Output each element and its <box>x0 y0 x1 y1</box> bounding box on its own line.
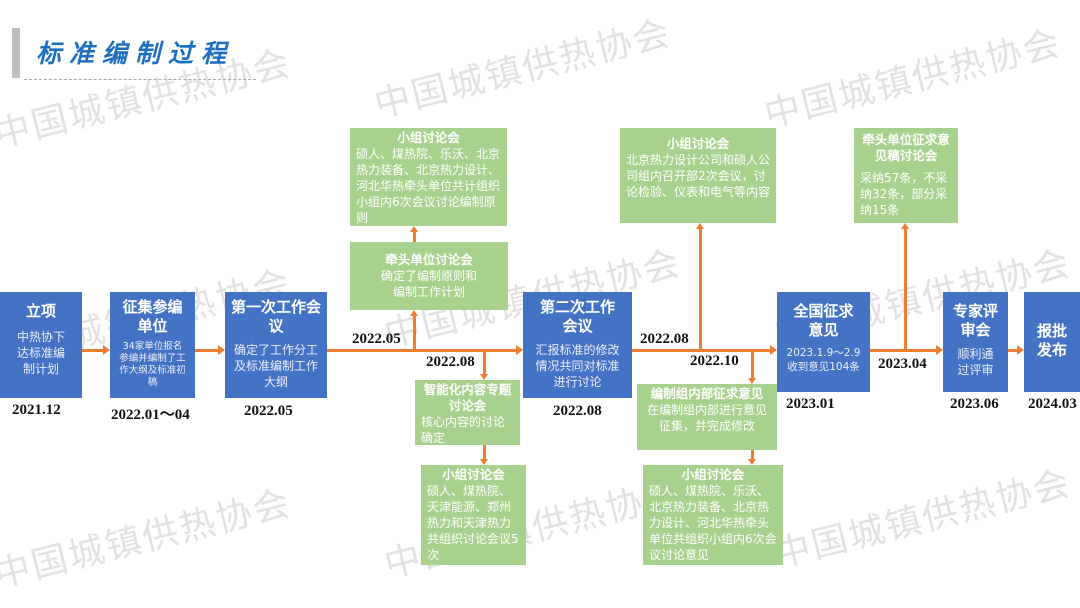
arrow-right-icon <box>516 345 523 355</box>
meeting-desc: 在编制组内部进行意见征集，并完成修改 <box>646 403 767 433</box>
page-title: 标准编制过程 <box>36 39 235 68</box>
arrow-right-icon <box>936 345 943 355</box>
stage-date: 2022.08 <box>553 403 602 419</box>
meeting-desc: 确定了编制原则和编制工作计划 <box>380 269 477 299</box>
meeting-title: 编制组内部征求意见 <box>650 386 764 401</box>
meeting-box: 小组讨论会 硕人、煤热院、天津能源、郑州热力和天津热力共组织讨论会议5次 <box>421 465 526 565</box>
connector <box>632 349 771 352</box>
connector <box>413 232 416 242</box>
meeting-desc: 硕人、煤热院、天津能源、郑州热力和天津热力共组织讨论会议5次 <box>427 484 519 562</box>
meeting-title: 牵头单位征求意见稿讨论会 <box>862 132 950 163</box>
connector <box>751 350 754 378</box>
stage-desc: 确定了工作分工及标准编制工作大纲 <box>233 343 318 389</box>
arrow-right-icon <box>218 345 225 355</box>
stage-desc: 2023.1.9～2.9收到意见104条 <box>786 347 861 373</box>
line-date: 2022.08 <box>640 331 689 347</box>
watermark: 中国城镇供热协会 <box>0 482 296 597</box>
meeting-box: 小组讨论会 硕人、煤热院、乐沃、北京热力装备、北京热力设计、河北华热牵头单位共计… <box>350 128 507 226</box>
meeting-title: 智能化内容专题讨论会 <box>423 382 512 413</box>
connector <box>195 349 219 352</box>
meeting-desc: 采纳57条，不采纳32条，部分采纳15条 <box>860 171 948 217</box>
meeting-title: 牵头单位讨论会 <box>385 252 473 267</box>
stage-date: 2022.01～04 <box>111 407 190 423</box>
title-accent-bar <box>12 28 20 78</box>
arrow-up-icon <box>901 223 909 229</box>
stage-desc: 中热协下达标准编制计划 <box>16 330 65 376</box>
watermark: 中国城镇供热协会 <box>760 22 1066 137</box>
meeting-box: 牵头单位讨论会 确定了编制原则和编制工作计划 <box>350 242 508 310</box>
stage-title: 报批发布 <box>1036 322 1067 359</box>
watermark: 中国城镇供热协会 <box>370 12 676 127</box>
arrow-down-icon <box>748 459 756 465</box>
arrow-up-icon <box>410 226 418 232</box>
meeting-box: 智能化内容专题讨论会 核心内容的讨论确定 <box>415 380 520 445</box>
stage-date: 2021.12 <box>12 402 61 418</box>
meeting-desc: 硕人、煤热院、乐沃、北京热力装备、北京热力设计、河北华热牵头单位共计组织小组内6… <box>356 147 501 225</box>
arrow-right-icon <box>1017 345 1024 355</box>
connector <box>483 445 486 459</box>
stage-box-second-meeting: 第二次工作会议 汇报标准的修改情况共同对标准进行讨论 <box>523 292 632 398</box>
stage-title: 第一次工作会议 <box>231 298 322 335</box>
arrow-down-icon <box>748 378 756 384</box>
stage-desc: 顺利通过评审 <box>957 347 994 377</box>
connector <box>483 350 486 374</box>
stage-date: 2023.06 <box>950 396 999 412</box>
stage-date: 2023.01 <box>786 396 835 412</box>
watermark: 中国城镇供热协会 <box>770 462 1076 577</box>
connector <box>751 450 754 459</box>
connector <box>870 349 937 352</box>
meeting-title: 小组讨论会 <box>442 467 505 482</box>
arrow-up-icon <box>410 310 418 316</box>
stage-date: 2024.03 <box>1028 396 1077 412</box>
connector <box>327 349 517 352</box>
stage-box-first-meeting: 第一次工作会议 确定了工作分工及标准编制工作大纲 <box>225 292 327 398</box>
meeting-desc: 核心内容的讨论确定 <box>421 415 506 445</box>
meeting-title: 小组讨论会 <box>681 467 745 482</box>
line-date: 2022.10 <box>690 353 739 369</box>
connector <box>1008 349 1018 352</box>
meeting-box: 编制组内部征求意见 在编制组内部进行意见征集，并完成修改 <box>637 384 777 450</box>
stage-title: 第二次工作会议 <box>539 298 615 335</box>
meeting-box: 小组讨论会 北京热力设计公司和硕人公司组内召开部2次会议，讨论检验、仪表和电气等… <box>620 128 776 223</box>
stage-box-expert-review: 专家评审会 顺利通过评审 <box>943 292 1008 392</box>
stage-box-approval: 报批发布 <box>1024 292 1080 392</box>
line-date: 2022.08 <box>426 354 475 370</box>
arrow-down-icon <box>480 459 488 465</box>
connector <box>904 229 907 350</box>
arrow-down-icon <box>480 374 488 380</box>
meeting-desc: 北京热力设计公司和硕人公司组内召开部2次会议，讨论检验、仪表和电气等内容 <box>626 153 771 199</box>
arrow-up-icon <box>696 223 704 229</box>
meeting-title: 小组讨论会 <box>666 136 730 151</box>
connector <box>699 229 702 350</box>
stage-date: 2022.05 <box>244 403 293 419</box>
connector <box>413 316 416 350</box>
stage-box-initiation: 立项 中热协下达标准编制计划 <box>0 292 82 398</box>
arrow-right-icon <box>103 345 110 355</box>
stage-desc: 汇报标准的修改情况共同对标准进行讨论 <box>535 343 620 389</box>
stage-desc: 34家单位报名参编并编制了工作大纲及标准初稿 <box>119 341 186 388</box>
connector <box>82 349 104 352</box>
stage-title: 全国征求意见 <box>793 302 854 339</box>
meeting-box: 小组讨论会 硕人、煤热院、乐沃、北京热力装备、北京热力设计、河北华热牵头单位共组… <box>643 465 783 565</box>
line-date: 2023.04 <box>878 356 927 372</box>
stage-title: 专家评审会 <box>952 302 998 339</box>
meeting-title: 小组讨论会 <box>397 130 460 145</box>
stage-title: 征集参编单位 <box>122 298 183 335</box>
stage-box-public-comment: 全国征求意见 2023.1.9～2.9收到意见104条 <box>777 292 870 392</box>
line-date: 2022.05 <box>352 331 401 347</box>
arrow-right-icon <box>770 345 777 355</box>
stage-title: 立项 <box>25 302 56 320</box>
meeting-desc: 硕人、煤热院、乐沃、北京热力装备、北京热力设计、河北华热牵头单位共组织小组内6次… <box>649 484 777 562</box>
title-divider <box>24 79 256 80</box>
meeting-box: 牵头单位征求意见稿讨论会 采纳57条，不采纳32条，部分采纳15条 <box>854 128 958 223</box>
stage-box-recruit: 征集参编单位 34家单位报名参编并编制了工作大纲及标准初稿 <box>110 292 195 398</box>
